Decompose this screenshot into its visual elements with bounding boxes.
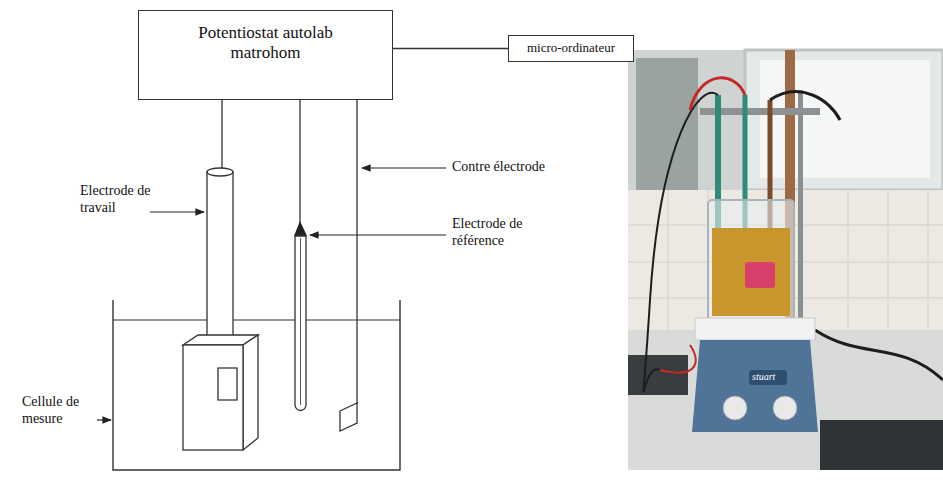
box-text: Potentiostat autolab matrohom [171, 23, 361, 64]
tube-top [207, 168, 233, 176]
block-side [243, 335, 258, 450]
block-front [183, 345, 243, 450]
photo-tile-joints [628, 190, 943, 330]
brand-label: stuart [752, 371, 775, 383]
electrode-tube [207, 172, 233, 342]
photo-wire [660, 345, 696, 373]
photo-badge [749, 370, 787, 385]
photo-window [745, 50, 943, 190]
reference-inner [300, 238, 301, 405]
photo-device [628, 355, 688, 395]
counter-plate [340, 403, 357, 431]
reference-cap [294, 221, 307, 236]
electrode-window [218, 368, 237, 400]
photo-bench [628, 330, 943, 470]
photo-beaker [708, 200, 794, 320]
photo [628, 50, 943, 470]
potentiostat-box: Potentiostat autolab matrohom [138, 10, 393, 100]
photo-wire [690, 78, 745, 110]
photo-tiles [628, 190, 943, 330]
photo-window-dark [636, 58, 698, 190]
photo-knob [723, 396, 747, 420]
counter-wire [356, 100, 357, 404]
part-label: Electrode de travail [80, 183, 152, 217]
computer-box: micro-ordinateur [508, 35, 634, 62]
leader-line [150, 211, 204, 212]
leader-line [362, 167, 446, 168]
photo-rod [798, 90, 803, 330]
part-label: Contre électrode [452, 159, 545, 176]
reference-wire [299, 100, 300, 223]
photo-wire [815, 330, 943, 380]
photo-solution [712, 228, 790, 316]
part-label: Cellule de mesure [22, 394, 94, 428]
photo-mat [820, 420, 943, 470]
leader-line [310, 234, 446, 235]
photo-wire [770, 92, 840, 120]
photo-sample [745, 262, 775, 288]
leader-line [97, 419, 111, 420]
connector-line [393, 48, 508, 49]
part-label: Electrode de référence [452, 216, 552, 250]
photo-stirrer [692, 340, 818, 432]
photo-wall [628, 50, 943, 470]
working-wire [221, 100, 222, 172]
photo-plate [695, 318, 815, 340]
reference-tube [295, 236, 306, 411]
photo-knob [773, 396, 797, 420]
box-text: micro-ordinateur [509, 40, 633, 56]
